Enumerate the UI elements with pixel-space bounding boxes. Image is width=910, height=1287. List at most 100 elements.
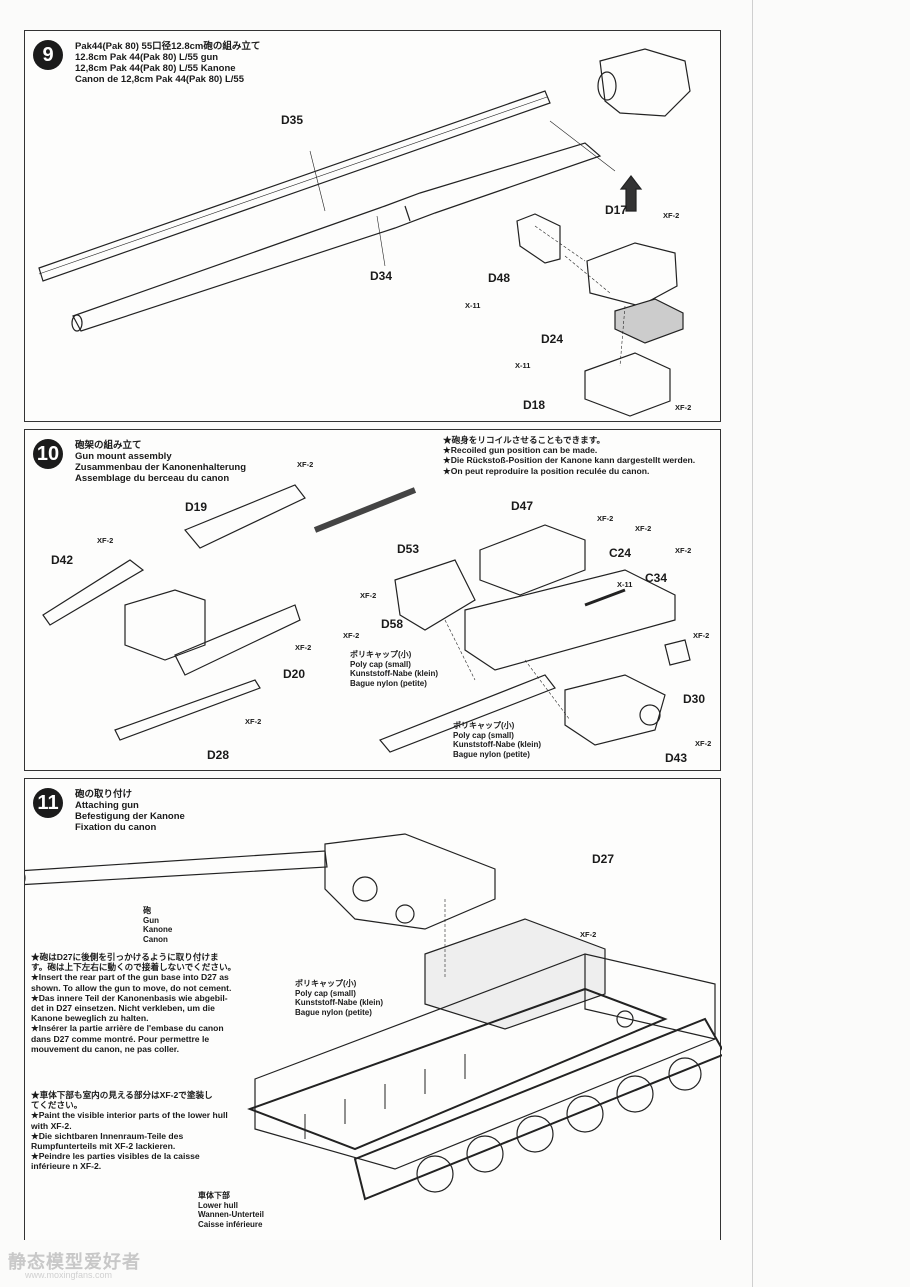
- barrel-half-d35: [38, 90, 551, 282]
- paint-xf2-3: XF-2: [295, 643, 312, 652]
- polycap2-de: Kunststoff-Nabe (klein): [453, 740, 541, 749]
- note2-line: ★車体下部も室内の見える部分はXF-2で塗装し: [31, 1090, 213, 1100]
- step10-title-de: Zusammenbau der Kanonenhalterung: [75, 462, 247, 473]
- step11-number: 11: [33, 788, 63, 818]
- part-d18: [584, 352, 671, 417]
- part-d48: [516, 213, 561, 264]
- step10-polycap-2: ポリキャップ(小) Poly cap (small) Kunststoff-Na…: [453, 721, 541, 759]
- hull-label-en: Lower hull: [198, 1200, 238, 1210]
- note1-line: ★Das innere Teil der Kanonenbasis wie ab…: [31, 992, 228, 1003]
- track-left: [247, 987, 668, 1151]
- step11-title-jp: 砲の取り付け: [75, 789, 133, 800]
- part-block: [124, 589, 206, 661]
- part-d27: [424, 918, 606, 1030]
- step11-title-en: Attaching gun: [75, 800, 139, 811]
- gun-mount: [324, 833, 496, 930]
- label-d58: D58: [381, 617, 404, 631]
- step10-note: ★砲身をリコイルさせることもできます。 ★Recoiled gun positi…: [443, 435, 695, 476]
- part-d19: [184, 484, 306, 549]
- up-arrow: [619, 175, 643, 212]
- paint-x11: X-11: [617, 580, 633, 589]
- paint-xf2-8: XF-2: [635, 524, 652, 533]
- gun-label-de: Kanone: [143, 925, 173, 934]
- note2-line: with XF-2.: [31, 1120, 72, 1131]
- note2-line: ★Peindre les parties visibles de la cais…: [31, 1151, 200, 1162]
- label-d24: D24: [541, 332, 564, 346]
- part-c34: [584, 588, 626, 607]
- step9-title: Pak44(Pak 80) 55口径12.8cm砲の組み立て 12.8cm Pa…: [75, 41, 260, 85]
- step10-title-jp: 砲架の組み立て: [75, 440, 142, 451]
- polycap1-en: Poly cap (small): [350, 659, 411, 669]
- label-d19: D19: [185, 500, 208, 514]
- step9-number: 9: [33, 40, 63, 70]
- step11-gun-label: 砲 Gun Kanone Canon: [143, 906, 172, 944]
- part-d30: [664, 639, 691, 666]
- polycap3-jp: ポリキャップ(小): [295, 979, 357, 988]
- gun-label-fr: Canon: [143, 934, 168, 944]
- step10-panel: 10 砲架の組み立て Gun mount assembly Zusammenba…: [24, 429, 721, 771]
- polycap1-jp: ポリキャップ(小): [350, 650, 412, 659]
- hull-label-fr: Caisse inférieure: [198, 1219, 263, 1229]
- note1-line: ★Insert the rear part of the gun base in…: [31, 972, 229, 983]
- part-d42: [42, 559, 145, 626]
- paint-x11-b: X-11: [515, 361, 531, 370]
- paint-xf2-2: XF-2: [97, 536, 114, 545]
- note2-line: inférieure n XF-2.: [31, 1161, 102, 1172]
- step11-title-de: Befestigung der Kanone: [75, 811, 185, 822]
- label-d17: D17: [605, 203, 628, 217]
- label-d43: D43: [665, 751, 688, 765]
- step10-note-jp: ★砲身をリコイルさせることもできます。: [443, 435, 606, 445]
- label-d42: D42: [51, 553, 74, 567]
- polycap2-jp: ポリキャップ(小): [453, 721, 515, 730]
- note1-line: ★砲はD27に後側を引っかけるように取り付けま: [31, 952, 219, 962]
- barrel-d34: [72, 142, 602, 332]
- step10-note-en: ★Recoiled gun position can be made.: [443, 445, 598, 456]
- paint-xf2-1: XF-2: [297, 460, 314, 469]
- watermark-url: www.moxingfans.com: [25, 1270, 113, 1280]
- paint-xf2-6: XF-2: [343, 631, 360, 640]
- part-d47: [479, 524, 586, 596]
- label-c24: C24: [609, 546, 632, 560]
- step10-title: 砲架の組み立て Gun mount assembly Zusammenbau d…: [75, 440, 246, 484]
- step9-title-en: 12.8cm Pak 44(Pak 80) L/55 gun: [75, 52, 219, 63]
- label-d28: D28: [207, 748, 230, 762]
- note2-line: Rumpfunterteils mit XF-2 lackieren.: [31, 1141, 176, 1152]
- step9-panel: 9 Pak44(Pak 80) 55口径12.8cm砲の組み立て 12.8cm …: [24, 30, 721, 422]
- step11-title: 砲の取り付け Attaching gun Befestigung der Kan…: [75, 789, 185, 833]
- label-d53: D53: [397, 542, 420, 556]
- label-d34: D34: [370, 269, 393, 283]
- paint-x11-a: X-11: [465, 301, 481, 310]
- part-d53: [394, 559, 476, 631]
- step10-note-de: ★Die Rückstoß-Position der Kanone kann d…: [443, 455, 696, 466]
- step11-title-fr: Fixation du canon: [75, 822, 157, 833]
- note1-line: mouvement du canon, ne pas coller.: [31, 1043, 180, 1054]
- polycap3-fr: Bague nylon (petite): [295, 1007, 372, 1017]
- step11-hull-label: 車体下部 Lower hull Wannen-Unterteil Caisse …: [198, 1191, 264, 1229]
- note2-line: ★Die sichtbaren Innenraum-Teile des: [31, 1130, 184, 1141]
- step11-polycap: ポリキャップ(小) Poly cap (small) Kunststoff-Na…: [295, 979, 383, 1017]
- step9-title-jp: Pak44(Pak 80) 55口径12.8cm砲の組み立て: [75, 41, 261, 52]
- step10-title-en: Gun mount assembly: [75, 451, 172, 462]
- step10-title-fr: Assemblage du berceau du canon: [75, 473, 230, 484]
- track-right: [353, 1017, 722, 1201]
- step9-title-fr: Canon de 12,8cm Pak 44(Pak 80) L/55: [75, 74, 244, 85]
- step11-panel: 11 砲の取り付け Attaching gun Befestigung der …: [24, 778, 722, 1240]
- step9-drawing: [38, 48, 691, 417]
- step10-drawing: [42, 484, 691, 753]
- step10-polycap-1: ポリキャップ(小) Poly cap (small) Kunststoff-Na…: [350, 650, 438, 688]
- note1-line: shown. To allow the gun to move, do not …: [31, 982, 232, 993]
- road-wheels: [416, 1057, 702, 1193]
- part-d43: [564, 674, 666, 746]
- polycap3-en: Poly cap (small): [295, 988, 356, 998]
- label-d35: D35: [281, 113, 304, 127]
- paint-xf2-5: XF-2: [360, 591, 377, 600]
- paint-xf2-a: XF-2: [663, 211, 680, 220]
- paint-xf2-4: XF-2: [245, 717, 262, 726]
- label-d47: D47: [511, 499, 534, 513]
- note1-line: Kanone beweglich zu halten.: [31, 1013, 149, 1024]
- part-d28: [114, 679, 261, 741]
- hull-label-de: Wannen-Unterteil: [198, 1210, 264, 1219]
- label-d30: D30: [683, 692, 706, 706]
- label-d48: D48: [488, 271, 511, 285]
- paint-xf2: XF-2: [580, 930, 597, 939]
